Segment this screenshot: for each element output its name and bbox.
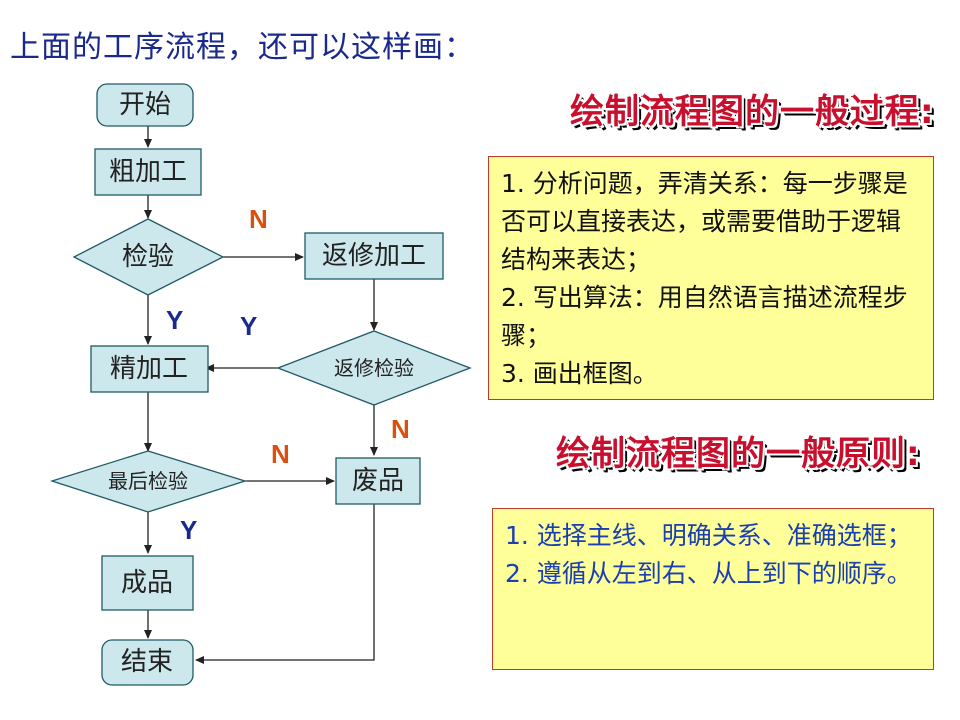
fine-label: 精加工 xyxy=(110,354,188,384)
product-node xyxy=(101,555,194,611)
inspect-label: 检验 xyxy=(122,242,174,272)
principle-2: 2. 遵循从左到右、从上到下的顺序。 xyxy=(505,559,912,588)
branch-label-y3: Y xyxy=(180,515,197,545)
rework-node xyxy=(304,232,444,280)
process-step-1: 1. 分析问题，弄清关系：每一步骤是否可以直接表达，或需要借助于逻辑结构来表达； xyxy=(501,169,908,274)
start-label: 开始 xyxy=(119,90,171,120)
product-label: 成品 xyxy=(121,568,173,598)
start-node xyxy=(96,83,194,127)
page-title: 上面的工序流程，还可以这样画： xyxy=(10,30,475,65)
rework-label: 返修加工 xyxy=(322,241,426,271)
branch-label-y1: Y xyxy=(166,305,183,335)
branch-label-n3: N xyxy=(271,439,290,469)
process-step-2: 2. 写出算法：用自然语言描述流程步骤； xyxy=(501,283,908,350)
process-steps-box: 1. 分析问题，弄清关系：每一步骤是否可以直接表达，或需要借助于逻辑结构来表达；… xyxy=(488,156,934,400)
branch-label-y2: Y xyxy=(240,311,257,341)
inspect-node xyxy=(72,218,225,296)
end-label: 结束 xyxy=(121,647,173,677)
process-heading: 绘制流程图的一般过程: xyxy=(570,92,935,132)
rough-label: 粗加工 xyxy=(109,157,187,187)
principle-box: 1. 选择主线、明确关系、准确选框； 2. 遵循从左到右、从上到下的顺序。 xyxy=(492,508,934,670)
principle-1: 1. 选择主线、明确关系、准确选框； xyxy=(505,521,912,550)
process-step-3: 3. 画出框图。 xyxy=(501,359,658,388)
final-inspect-label: 最后检验 xyxy=(108,469,188,493)
branch-label-n1: N xyxy=(249,204,268,234)
rework-inspect-label: 返修检验 xyxy=(334,356,414,380)
flow-connectors xyxy=(144,126,378,664)
arrow-scrap-end xyxy=(195,504,375,664)
principle-heading: 绘制流程图的一般原则: xyxy=(556,434,921,474)
rough-node xyxy=(94,148,202,196)
rework-inspect-node xyxy=(276,330,472,406)
final-inspect-node xyxy=(49,450,248,513)
branch-label-n2: N xyxy=(391,414,410,444)
scrap-label: 废品 xyxy=(352,466,404,496)
end-node xyxy=(101,639,194,686)
fine-node xyxy=(90,345,209,393)
scrap-node xyxy=(335,457,421,505)
